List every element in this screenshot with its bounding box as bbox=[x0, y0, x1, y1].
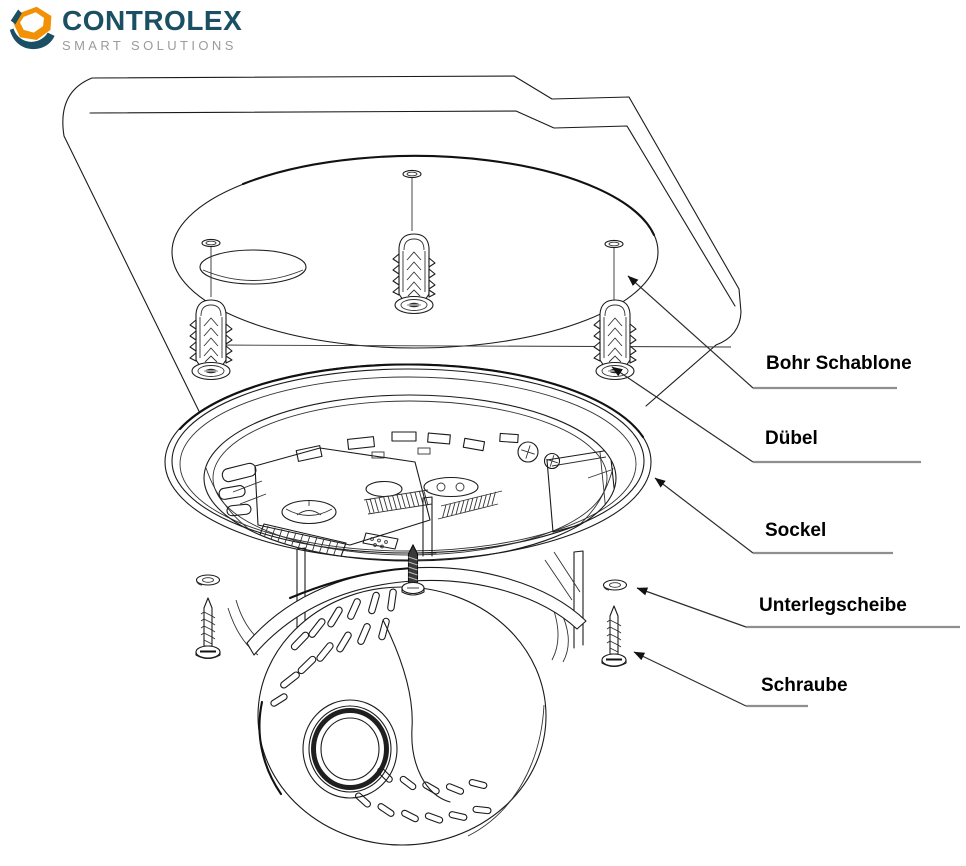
center-screw bbox=[401, 543, 425, 596]
callout-leaders bbox=[611, 275, 960, 708]
sockel-interior bbox=[205, 400, 616, 561]
leader-sockel bbox=[654, 477, 754, 554]
logo-swoosh bbox=[9, 28, 55, 50]
screw-right bbox=[601, 605, 627, 668]
logo-wedge bbox=[10, 9, 22, 25]
logo-wordmark: CONTROLEX bbox=[62, 5, 243, 36]
logo-tagline: SMART SOLUTIONS bbox=[62, 38, 237, 53]
dome-camera bbox=[246, 566, 587, 846]
leader-duebel bbox=[611, 366, 754, 463]
sockel-base bbox=[164, 363, 652, 562]
cable-hole bbox=[199, 249, 307, 285]
controlex-logo-icon bbox=[9, 6, 55, 50]
label-sockel: Sockel bbox=[765, 520, 827, 541]
washer-right bbox=[602, 579, 628, 591]
leader-bohr-schablone bbox=[627, 275, 754, 389]
logo-text: CONTROLEX SMART SOLUTIONS bbox=[62, 4, 243, 53]
dowel-connector-line bbox=[213, 344, 732, 348]
logo: CONTROLEX SMART SOLUTIONS bbox=[8, 4, 242, 52]
leader-unterlegscheibe bbox=[636, 587, 747, 628]
ceiling-plate bbox=[62, 75, 742, 453]
screw-left bbox=[195, 597, 221, 660]
drill-template bbox=[171, 154, 659, 349]
dowel-middle bbox=[392, 233, 436, 315]
dowel-right bbox=[593, 299, 637, 381]
dome-face-divider bbox=[382, 619, 451, 803]
logo-hexagon bbox=[13, 6, 52, 41]
label-bohr-schablone: Bohr Schablone bbox=[766, 353, 912, 374]
leader-schraube bbox=[633, 651, 747, 707]
camera-lens bbox=[302, 699, 398, 799]
label-schraube: Schraube bbox=[761, 675, 848, 696]
washer-left bbox=[195, 574, 221, 586]
template-holes bbox=[201, 169, 624, 249]
label-unterlegscheibe: Unterlegscheibe bbox=[759, 595, 907, 616]
label-duebel: Dübel bbox=[765, 428, 818, 449]
dowel-left bbox=[189, 299, 233, 381]
